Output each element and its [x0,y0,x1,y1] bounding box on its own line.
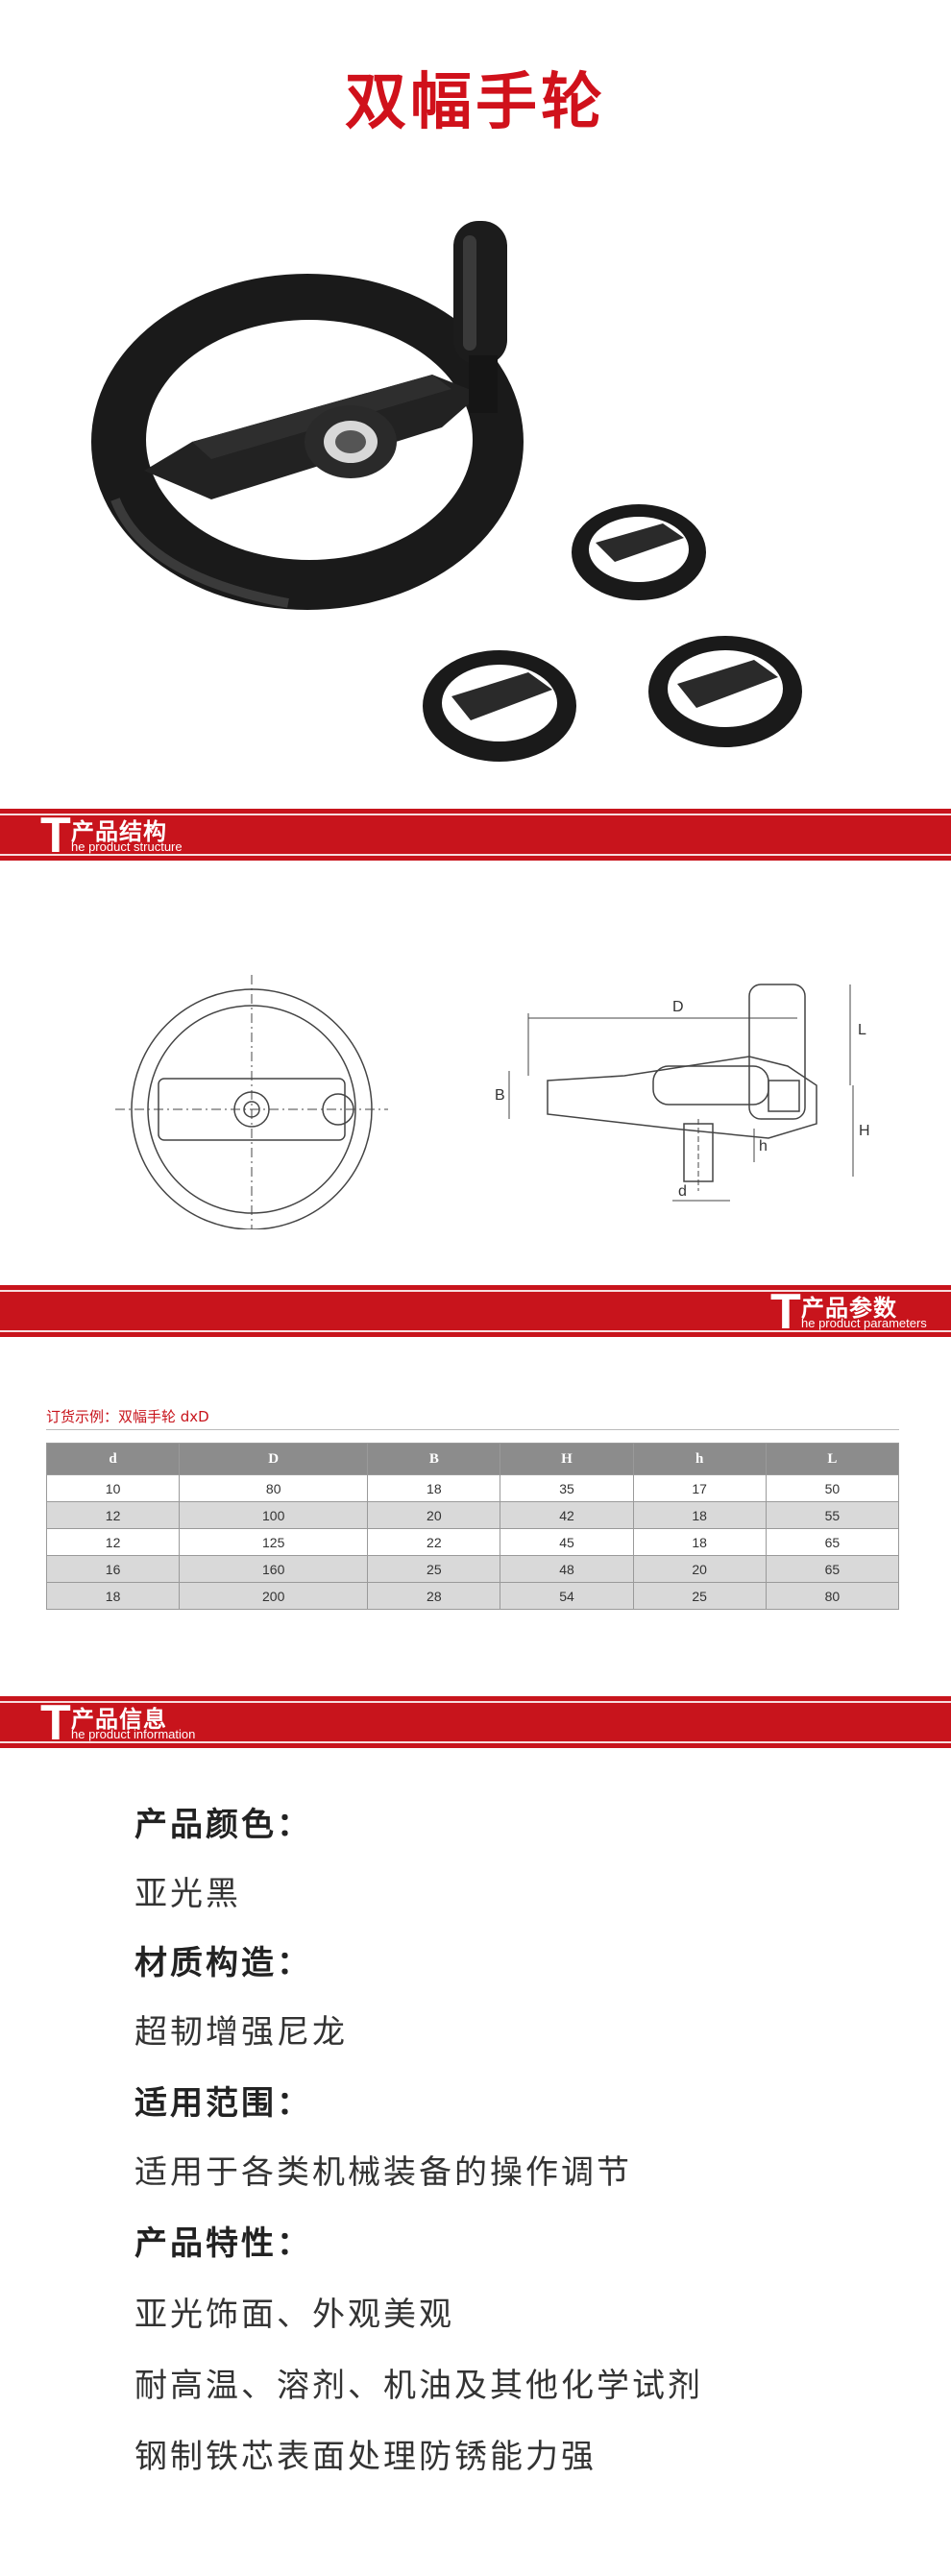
info-heading-color: 产品颜色： [134,1806,312,1844]
column-header: d [45,1443,181,1475]
table-cell: 55 [765,1501,900,1529]
table-cell: 16 [45,1555,181,1583]
table-cell: 42 [500,1501,634,1529]
table-cell: 65 [765,1528,900,1556]
info-value-material: 超韧增强尼龙 [134,2013,348,2052]
table-row: 16 160 25 48 20 65 [45,1555,900,1583]
table-cell: 65 [765,1555,900,1583]
column-header: h [632,1443,767,1475]
column-header: B [367,1443,501,1475]
table-cell: 18 [45,1582,181,1610]
table-cell: 200 [179,1582,369,1610]
section-band-structure: T 产品结构 he product structure [0,809,951,861]
table-cell: 18 [632,1501,767,1529]
structure-diagram: D L B H h d [115,975,870,1229]
small-handwheel-image [423,650,576,762]
info-heading-material: 材质构造： [134,1944,312,1982]
dimension-label-d: d [678,1183,687,1200]
product-photo [91,221,802,762]
dimension-label-D: D [672,999,684,1015]
table-cell: 10 [45,1474,181,1502]
section-letter: T [40,808,71,863]
table-row: 12 125 22 45 18 65 [45,1528,900,1556]
table-cell: 54 [500,1582,634,1610]
table-cell: 25 [632,1582,767,1610]
table-row: 12 100 20 42 18 55 [45,1501,900,1529]
table-cell: 125 [179,1528,369,1556]
table-row: 18 200 28 54 25 80 [45,1582,900,1610]
table-cell: 25 [367,1555,501,1583]
section-title: 产品信息 [71,1706,167,1733]
parameters-table: d D B H h L 10 80 18 35 17 50 12 100 20 … [45,1443,900,1610]
section-subtitle: he product parameters [801,1316,927,1330]
order-example: 订货示例：双幅手轮 dxD [46,1408,209,1425]
table-row: 10 80 18 35 17 50 [45,1474,900,1502]
table-cell: 18 [367,1474,501,1502]
section-letter: T [770,1284,801,1340]
large-handwheel-image [91,221,524,610]
info-heading-usage: 适用范围： [134,2084,312,2123]
table-cell: 80 [179,1474,369,1502]
table-cell: 48 [500,1555,634,1583]
table-cell: 50 [765,1474,900,1502]
table-header-row: d D B H h L [45,1443,900,1475]
section-band-parameters: T 产品参数 he product parameters [0,1285,951,1337]
table-cell: 12 [45,1528,181,1556]
table-cell: 17 [632,1474,767,1502]
section-title: 产品结构 [71,818,167,845]
dimension-label-H: H [859,1123,870,1139]
dimension-label-h: h [759,1138,768,1154]
table-cell: 80 [765,1582,900,1610]
table-cell: 45 [500,1528,634,1556]
dimension-label-B: B [495,1087,505,1104]
divider [46,1429,899,1430]
dimension-label-L: L [858,1022,866,1038]
table-cell: 20 [632,1555,767,1583]
table-cell: 100 [179,1501,369,1529]
table-cell: 35 [500,1474,634,1502]
info-value-usage: 适用于各类机械装备的操作调节 [134,2153,632,2192]
section-title: 产品参数 [801,1295,897,1322]
table-cell: 12 [45,1501,181,1529]
info-feature-item: 亚光饰面、外观美观 [134,2296,454,2334]
table-cell: 28 [367,1582,501,1610]
table-cell: 160 [179,1555,369,1583]
table-cell: 22 [367,1528,501,1556]
info-heading-features: 产品特性： [134,2224,312,2263]
section-subtitle: he product structure [71,839,183,854]
column-header: H [500,1443,634,1475]
info-feature-item: 耐高温、溶剂、机油及其他化学试剂 [134,2367,703,2405]
small-handwheel-image [648,636,802,747]
info-value-color: 亚光黑 [134,1875,241,1913]
page-title: 双幅手轮 [345,67,606,138]
section-letter: T [40,1695,71,1751]
small-handwheel-image [572,504,706,600]
column-header: D [179,1443,369,1475]
section-subtitle: he product information [71,1727,196,1741]
table-cell: 18 [632,1528,767,1556]
table-cell: 20 [367,1501,501,1529]
info-feature-item: 钢制铁芯表面处理防锈能力强 [134,2438,597,2476]
column-header: L [765,1443,900,1475]
section-band-information: T 产品信息 he product information [0,1696,951,1748]
